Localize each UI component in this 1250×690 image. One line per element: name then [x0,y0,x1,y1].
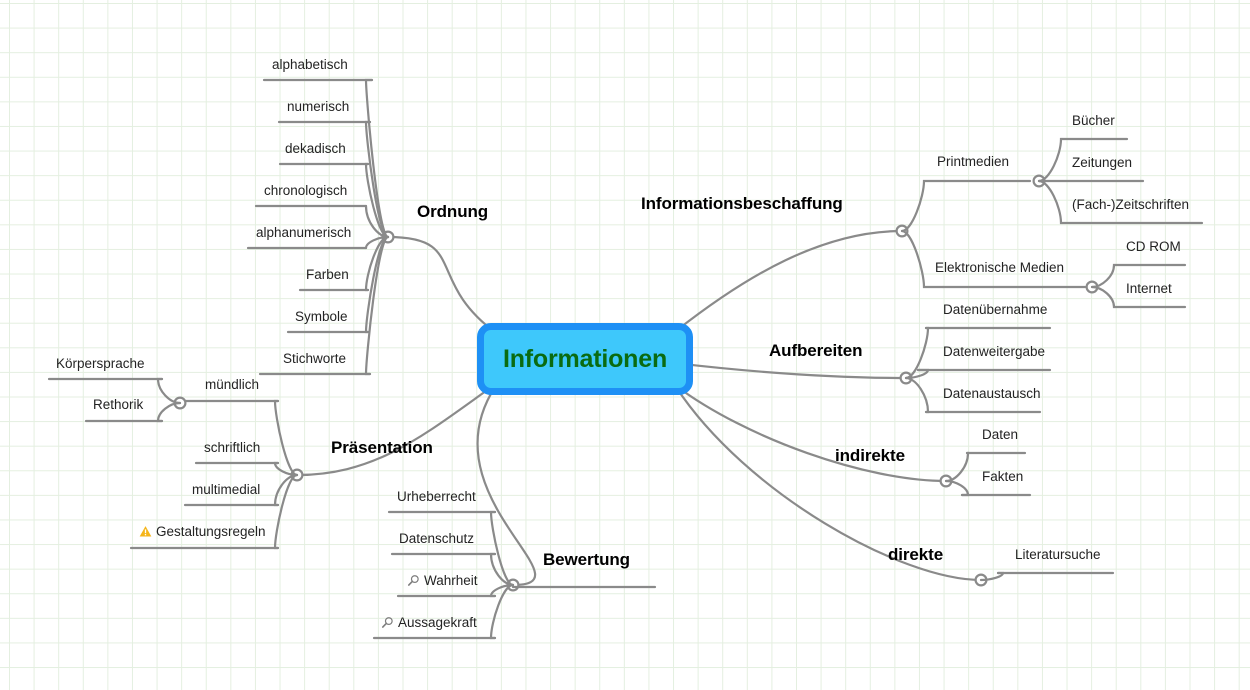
branch-informationsbeschaffung-0-child-2[interactable]: (Fach-)Zeitschriften [1072,197,1190,212]
branch-informationsbeschaffung-child-0[interactable]: Printmedien [937,154,1010,169]
branch-label-direkte[interactable]: direkte [888,545,944,564]
branch-bewertung-child-1[interactable]: Datenschutz [399,531,475,546]
branch-informationsbeschaffung-1-child-0[interactable]: CD ROM [1126,239,1181,254]
branch-praesentation-child-0[interactable]: mündlich [205,377,260,392]
branch-praesentation-0-child-1[interactable]: Rethorik [93,397,144,412]
warning-icon [139,525,152,538]
branch-praesentation-child-3[interactable]: Gestaltungsregeln [139,525,266,539]
branch-bewertung-child-0[interactable]: Urheberrecht [397,489,476,504]
branch-ordnung-elbow-1 [364,120,390,239]
branch-ordnung-child-3[interactable]: chronologisch [264,183,348,198]
branch-label-ordnung[interactable]: Ordnung [417,202,489,221]
branch-informationsbeschaffung-1-elbow-1 [1090,285,1117,309]
branch-indirekte-child-1[interactable]: Fakten [982,469,1024,484]
branch-stem-bewertung [476,385,537,587]
branch-praesentation-elbow-3 [273,473,299,550]
branch-stem-direkte [674,385,983,582]
branch-informationsbeschaffung-elbow-1 [900,229,945,289]
branch-direkte-elbow-0 [979,571,1005,582]
branch-label-aufbereiten[interactable]: Aufbereiten [769,341,863,360]
branch-praesentation-0-elbow-1 [156,401,182,423]
branch-indirekte-child-0[interactable]: Daten [982,427,1019,442]
branch-ordnung-child-1[interactable]: numerisch [287,99,350,114]
branch-praesentation-child-1[interactable]: schriftlich [204,440,261,455]
branch-praesentation-0-child-0[interactable]: Körpersprache [56,356,145,371]
central-node-label: Informationen [502,344,668,373]
branch-aufbereiten-elbow-0 [904,326,930,380]
branch-ordnung-child-2[interactable]: dekadisch [285,141,346,156]
branch-stem-indirekte [674,384,948,483]
branch-bewertung-child-2[interactable]: Wahrheit [407,574,478,588]
branch-informationsbeschaffung-elbow-0 [900,179,947,233]
branch-informationsbeschaffung-0-elbow-2 [1037,179,1064,225]
branch-ordnung-elbow-2 [364,162,390,239]
branch-ordnung-elbow-0 [364,78,390,239]
branch-label-indirekte[interactable]: indirekte [835,446,905,465]
branch-label-bewertung[interactable]: Bewertung [543,550,630,569]
branch-stem-informationsbeschaffung [674,229,904,333]
branch-label-informationsbeschaffung[interactable]: Informationsbeschaffung [641,194,843,213]
branch-praesentation-child-2[interactable]: multimedial [192,482,261,497]
branch-bewertung-elbow-3 [489,583,515,640]
branch-aufbereiten-child-1[interactable]: Datenweitergabe [943,344,1046,359]
branch-ordnung-child-0[interactable]: alphabetisch [272,57,348,72]
magnifier-icon [381,616,394,629]
branch-informationsbeschaffung-0-elbow-0 [1037,137,1064,183]
branch-direkte-child-0[interactable]: Literatursuche [1015,547,1101,562]
branch-aufbereiten-elbow-2 [904,376,930,414]
node-label-text: Gestaltungsregeln [156,524,266,539]
branch-stem-aufbereiten [674,362,908,380]
branch-praesentation-elbow-0 [273,399,299,477]
branch-bewertung-child-3[interactable]: Aussagekraft [381,616,477,630]
branch-label-praesentation[interactable]: Präsentation [331,438,433,457]
node-label-text: Wahrheit [424,573,478,588]
central-node[interactable]: Informationen [477,323,693,395]
branch-informationsbeschaffung-0-child-0[interactable]: Bücher [1072,113,1115,128]
node-label-text: Aussagekraft [398,615,477,630]
branch-stem-ordnung [386,235,497,334]
branch-informationsbeschaffung-child-1[interactable]: Elektronische Medien [935,260,1065,275]
branch-aufbereiten-child-2[interactable]: Datenaustausch [943,386,1041,401]
branch-informationsbeschaffung-1-child-1[interactable]: Internet [1126,281,1172,296]
branch-aufbereiten-child-0[interactable]: Datenübernahme [943,302,1048,317]
branch-ordnung-child-4[interactable]: alphanumerisch [256,225,352,240]
branch-indirekte-elbow-1 [944,479,970,497]
branch-ordnung-child-5[interactable]: Farben [306,267,349,282]
branch-ordnung-child-7[interactable]: Stichworte [283,351,347,366]
branch-stem-praesentation [295,383,497,477]
branch-informationsbeschaffung-0-child-1[interactable]: Zeitungen [1072,155,1133,170]
branch-ordnung-child-6[interactable]: Symbole [295,309,348,324]
branch-bewertung-elbow-0 [489,510,515,587]
magnifier-icon [407,574,420,587]
branch-ordnung-elbow-7 [364,235,390,376]
